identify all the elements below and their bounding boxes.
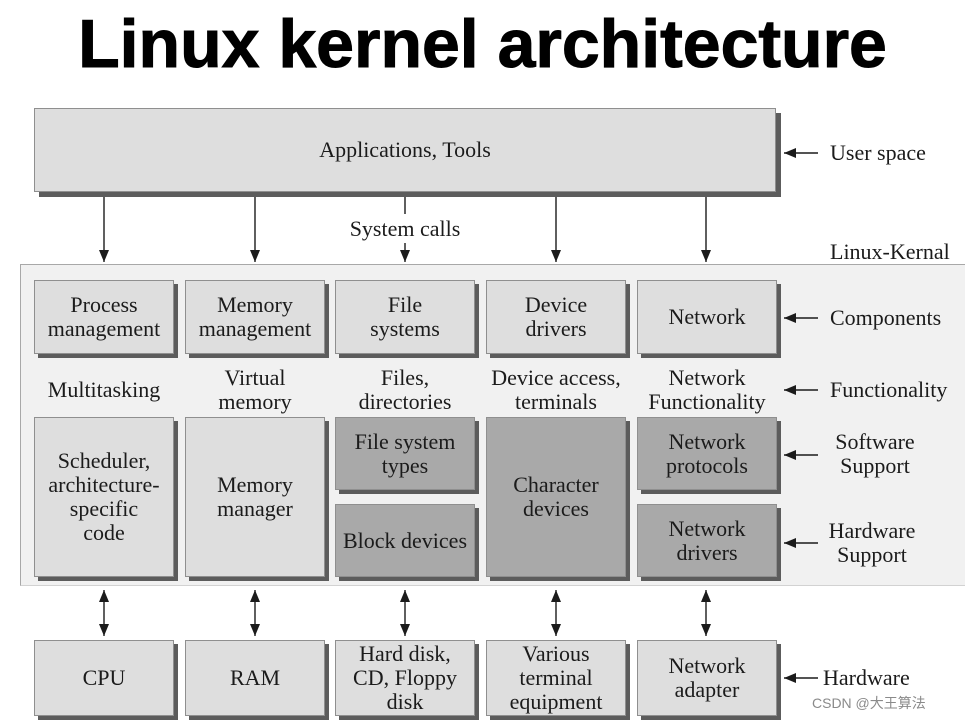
- hardware-terminal-box: Various terminal equipment: [486, 640, 626, 716]
- hardware-network-adapter-box: Network adapter: [637, 640, 777, 716]
- block-devices-box: Block devices: [335, 504, 475, 577]
- scheduler-text: Scheduler, architecture- specific code: [48, 448, 160, 545]
- hardware-text: RAM: [229, 665, 281, 690]
- character-devices-box: Character devices: [486, 417, 626, 577]
- hardware-text: Various terminal equipment: [509, 641, 603, 714]
- network-protocols-box: Network protocols: [637, 417, 777, 490]
- watermark: CSDN @大王算法: [812, 695, 926, 711]
- functionality-label: Functionality: [830, 377, 948, 402]
- hardware-text: Hard disk, CD, Floppy disk: [353, 641, 457, 714]
- component-device-drivers: Device drivers: [486, 280, 626, 354]
- hardware-cpu-box: CPU: [34, 640, 174, 716]
- file-system-types-box: File system types: [335, 417, 475, 490]
- kernel-label: Linux-Kernal: [830, 239, 950, 264]
- component-text: Network: [668, 304, 746, 329]
- block-devices-text: Block devices: [342, 527, 468, 553]
- network-protocols-text: Network protocols: [666, 428, 748, 478]
- component-file-systems: File systems: [335, 280, 475, 354]
- scheduler-box: Scheduler, architecture- specific code: [34, 417, 174, 577]
- applications-tools-box: Applications, Tools: [34, 108, 776, 192]
- applications-tools-text: Applications, Tools: [319, 137, 491, 162]
- character-devices-text: Character devices: [513, 472, 599, 521]
- system-calls-label: System calls: [349, 216, 461, 241]
- hardware-text: Network adapter: [668, 653, 746, 702]
- component-process-management: Process management: [34, 280, 174, 354]
- file-system-types-text: File system types: [354, 428, 456, 478]
- functionality-multitasking: Multitasking: [47, 377, 161, 402]
- hardware-disk-box: Hard disk, CD, Floppy disk: [335, 640, 475, 716]
- software-support-label: Software Support: [835, 429, 915, 478]
- functionality-network: Network Functionality: [648, 365, 766, 414]
- component-text: Memory management: [198, 292, 312, 341]
- component-text: Device drivers: [524, 292, 588, 341]
- component-text: Process management: [47, 292, 161, 341]
- hardware-text: CPU: [82, 665, 126, 690]
- component-text: File systems: [370, 292, 440, 341]
- functionality-virtual-memory: Virtual memory: [218, 365, 292, 414]
- hardware-ram-box: RAM: [185, 640, 325, 716]
- hardware-label: Hardware: [823, 665, 910, 690]
- network-drivers-box: Network drivers: [637, 504, 777, 577]
- component-memory-management: Memory management: [185, 280, 325, 354]
- functionality-device-access: Device access, terminals: [491, 365, 621, 414]
- functionality-files-directories: Files, directories: [358, 365, 452, 414]
- component-network: Network: [637, 280, 777, 354]
- network-drivers-text: Network drivers: [668, 515, 746, 565]
- user-space-label: User space: [830, 140, 926, 165]
- memory-manager-text: Memory manager: [217, 472, 293, 521]
- components-label: Components: [830, 305, 942, 330]
- page-title: Linux kernel architecture: [78, 6, 888, 82]
- hardware-support-label: Hardware Support: [828, 518, 916, 567]
- memory-manager-box: Memory manager: [185, 417, 325, 577]
